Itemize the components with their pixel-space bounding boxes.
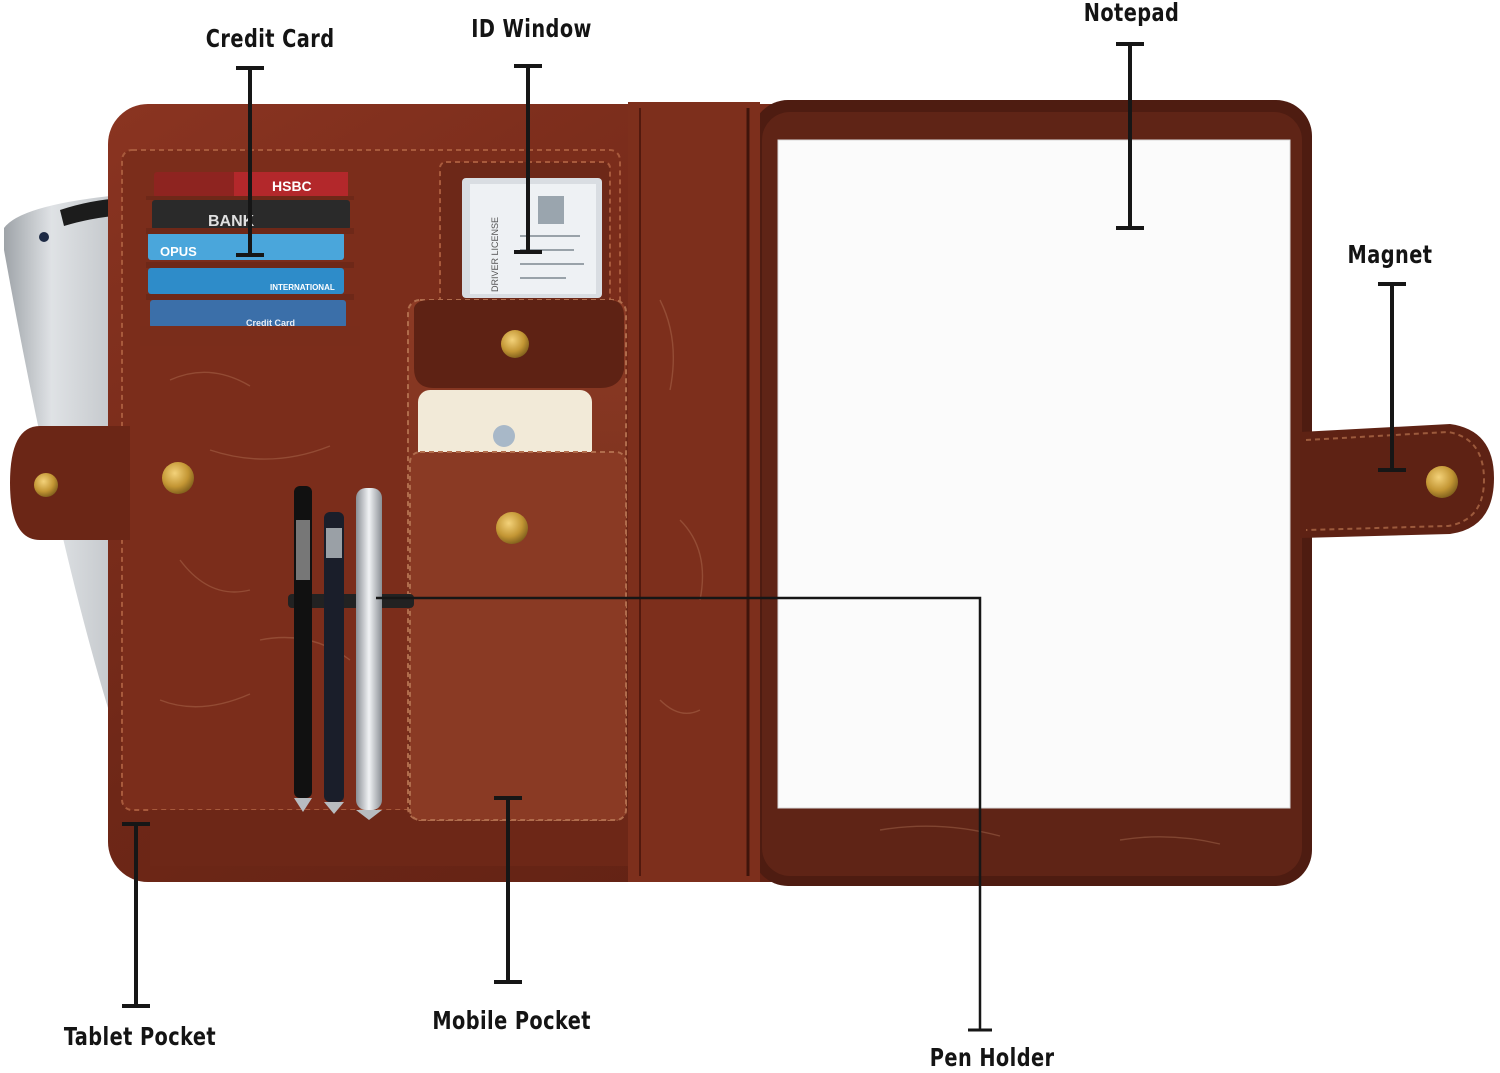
mobile-pocket-snap [496, 512, 528, 544]
bank-card-text: BANK [208, 213, 255, 230]
callout-magnet: Magnet [1347, 240, 1433, 269]
mobile-pocket [407, 299, 627, 821]
pens [288, 486, 414, 820]
license-text: DRIVER LICENSE [490, 217, 500, 292]
credit-card-text: Credit Card [246, 318, 295, 328]
callout-pen-holder: Pen Holder [929, 1043, 1055, 1072]
international-card-text: INTERNATIONAL [270, 283, 335, 292]
credit-card-slots: HSBC BANK OPUS INTERNATIONAL Credit Card [140, 172, 360, 346]
left-snap-button [34, 473, 58, 497]
callout-mobile-pocket: Mobile Pocket [432, 1006, 591, 1035]
pen-3 [356, 488, 382, 820]
callout-id-window: ID Window [471, 14, 592, 43]
right-magnet-snap [1426, 466, 1458, 498]
pen-2 [324, 512, 344, 814]
notepad [777, 139, 1291, 809]
right-strap [1300, 424, 1494, 538]
callout-credit-card: Credit Card [205, 24, 335, 53]
left-strap [10, 426, 130, 540]
callout-tablet-pocket: Tablet Pocket [63, 1022, 217, 1051]
hsbc-card-text: HSBC [272, 178, 312, 194]
leader-lines [122, 42, 1406, 1032]
left-panel-magnet [162, 462, 194, 494]
id-window: DRIVER LICENSE [439, 161, 611, 313]
opus-card-text: OPUS [160, 244, 197, 259]
mobile-pocket-top-snap [501, 330, 529, 358]
callout-notepad: Notepad [1083, 0, 1180, 27]
pen-1 [294, 486, 312, 812]
